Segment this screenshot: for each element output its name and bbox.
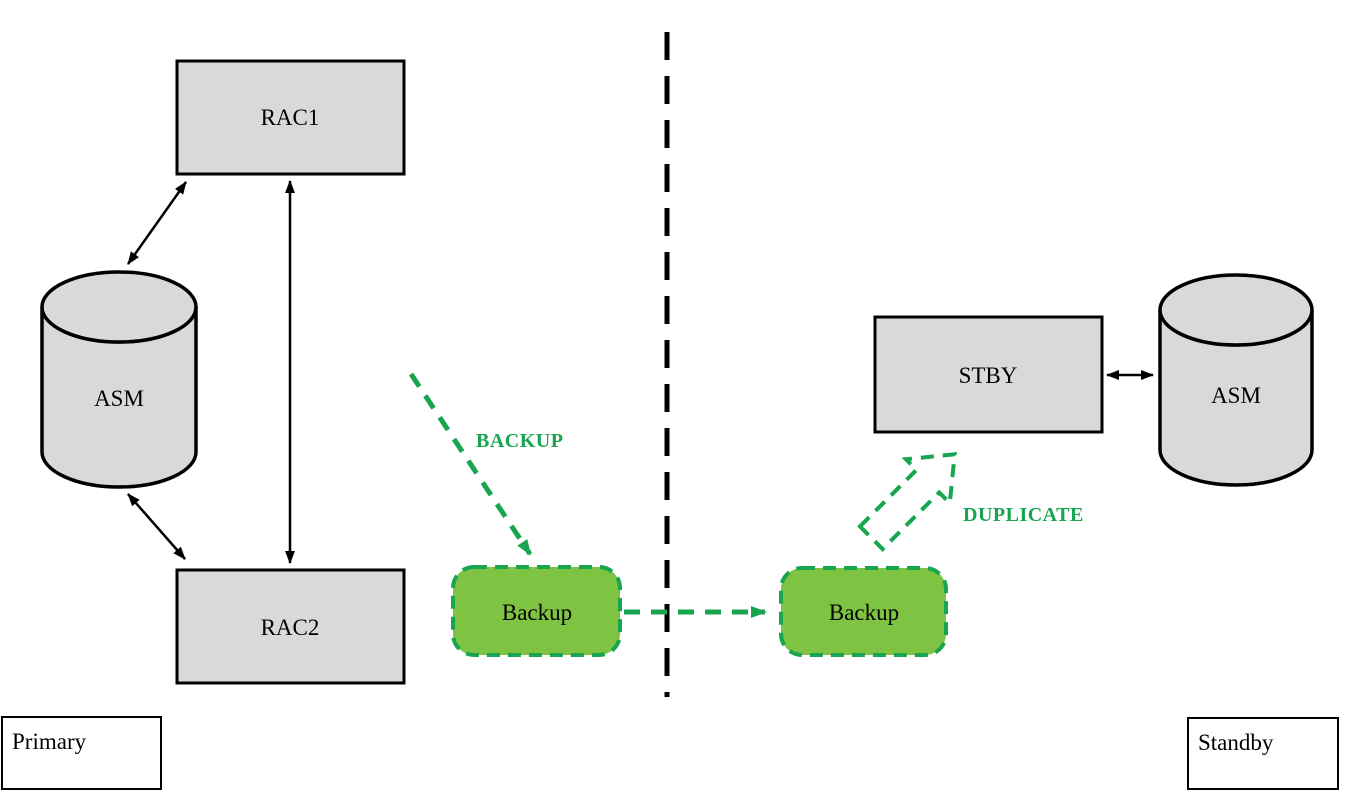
node-backup-primary: Backup	[451, 565, 622, 657]
stby-label: STBY	[959, 363, 1018, 388]
asm-rac1-arrow	[126, 181, 188, 265]
primary-side-box: Primary	[1, 716, 162, 790]
backup-standby-label: Backup	[829, 600, 899, 625]
backup-flow-arrow	[408, 372, 533, 556]
rac1-label: RAC1	[261, 105, 320, 130]
node-rac1: RAC1	[175, 59, 406, 176]
node-asm-primary: ASM	[40, 270, 198, 489]
standby-side-box: Standby	[1187, 717, 1339, 790]
duplicate-block-arrow	[857, 452, 957, 552]
primary-side-label: Primary	[12, 729, 87, 754]
duplicate-arrow-label: DUPLICATE	[963, 504, 1084, 526]
node-asm-standby: ASM	[1158, 273, 1314, 487]
backup-primary-label: Backup	[502, 600, 572, 625]
node-backup-standby: Backup	[779, 566, 948, 657]
asm-rac2-arrow	[127, 493, 186, 560]
asm-standby-label: ASM	[1211, 383, 1261, 408]
standby-side-label: Standby	[1198, 730, 1274, 755]
node-rac2: RAC2	[175, 568, 406, 685]
backup-arrow-label: BACKUP	[476, 430, 563, 452]
asm-primary-label: ASM	[94, 386, 144, 411]
node-stby: STBY	[873, 315, 1104, 434]
rac2-label: RAC2	[261, 615, 320, 640]
